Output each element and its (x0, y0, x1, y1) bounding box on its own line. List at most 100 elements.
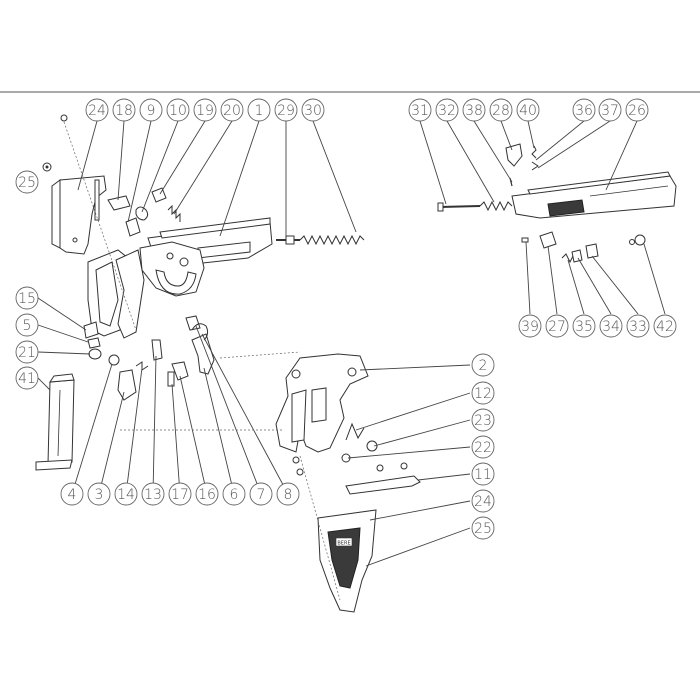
part-28 (505, 143, 523, 167)
magazine-base (35, 459, 73, 471)
callout-9: 9 (139, 98, 163, 122)
rail-11 (345, 475, 421, 495)
svg-text:25: 25 (474, 521, 492, 537)
spring-40 (531, 145, 537, 159)
spring-8 (191, 323, 209, 341)
callout-26: 26 (625, 98, 649, 122)
magazine-lip (49, 373, 75, 383)
grip-screw-hole (72, 237, 78, 243)
slide-serrations (547, 199, 585, 217)
svg-text:35: 35 (575, 319, 593, 335)
slide-line (589, 185, 669, 197)
screw-small-2 (376, 464, 384, 472)
callout-19: 19 (193, 98, 217, 122)
part-42 (634, 234, 646, 246)
frame-pin-hole-2 (166, 252, 174, 260)
washer-23 (366, 440, 378, 452)
callout-41: 41 (15, 366, 39, 390)
svg-text:38: 38 (465, 103, 483, 119)
callout-31: 31 (408, 98, 432, 122)
part-42-small (629, 239, 635, 245)
svg-text:37: 37 (601, 103, 619, 119)
part-34 (571, 249, 583, 263)
callout-34: 34 (599, 314, 623, 338)
frame-rear-strap (115, 249, 145, 339)
callout-1: 1 (247, 98, 271, 122)
guide-rod-head (437, 202, 444, 212)
svg-text:28: 28 (492, 103, 510, 119)
callout-18: 18 (112, 98, 136, 122)
callout-27: 27 (545, 314, 569, 338)
magazine-window (57, 389, 61, 457)
frame-grip-strap (95, 261, 119, 327)
magazine-body (47, 379, 75, 465)
svg-text:30: 30 (304, 103, 322, 119)
svg-text:15: 15 (18, 291, 36, 307)
part-17 (167, 371, 175, 387)
callout-42: 42 (653, 314, 677, 338)
svg-text:20: 20 (223, 103, 241, 119)
hammer-part-18 (107, 195, 131, 211)
frame-2-pin-2 (347, 367, 357, 377)
callout-21: 21 (15, 340, 39, 364)
svg-text:40: 40 (519, 103, 537, 119)
callout-11: 11 (471, 462, 495, 486)
spring-12 (345, 422, 365, 441)
recoil-spring (299, 234, 365, 246)
svg-text:24: 24 (88, 103, 106, 119)
callout-10: 10 (166, 98, 190, 122)
svg-text:11: 11 (474, 467, 492, 483)
svg-text:36: 36 (575, 103, 593, 119)
part-4 (108, 354, 120, 366)
screw-small-3 (400, 462, 408, 470)
callout-16: 16 (195, 482, 219, 506)
part-27 (539, 231, 557, 249)
guide-rod-31 (439, 205, 481, 208)
svg-text:9: 9 (147, 103, 156, 119)
svg-text:25: 25 (18, 175, 36, 191)
spring-14 (135, 361, 149, 371)
callout-2: 2 (471, 353, 495, 377)
callout-6: 6 (222, 482, 246, 506)
callout-29: 29 (274, 98, 298, 122)
callout-33: 33 (626, 314, 650, 338)
svg-text:29: 29 (277, 103, 295, 119)
svg-text:32: 32 (438, 103, 456, 119)
svg-text:22: 22 (474, 440, 492, 456)
spring-35 (561, 253, 575, 264)
svg-text:6: 6 (230, 487, 239, 503)
callout-38: 38 (462, 98, 486, 122)
callout-37: 37 (598, 98, 622, 122)
svg-text:4: 4 (68, 487, 77, 503)
callout-5: 5 (15, 313, 39, 337)
callout-24-top: 24 (85, 98, 109, 122)
spring-10 (135, 206, 149, 221)
svg-text:21: 21 (18, 345, 36, 361)
svg-text:42: 42 (656, 319, 674, 335)
svg-text:26: 26 (628, 103, 646, 119)
svg-text:14: 14 (117, 487, 135, 503)
part-21 (88, 348, 102, 360)
spring-32 (479, 200, 513, 212)
hammer-part-9 (125, 217, 141, 237)
callout-4: 4 (60, 482, 84, 506)
part-13 (151, 339, 163, 361)
spring-36 (531, 161, 539, 171)
svg-text:19: 19 (196, 103, 214, 119)
callout-25-bottom: 25 (471, 516, 495, 540)
part-16 (171, 361, 189, 381)
callout-20: 20 (220, 98, 244, 122)
part-19 (151, 187, 167, 203)
callout-22: 22 (471, 435, 495, 459)
svg-text:13: 13 (144, 487, 162, 503)
svg-text:3: 3 (95, 487, 104, 503)
part-33 (585, 243, 599, 259)
svg-text:33: 33 (629, 319, 647, 335)
callout-14: 14 (114, 482, 138, 506)
svg-text:18: 18 (115, 103, 133, 119)
svg-text:27: 27 (548, 319, 566, 335)
svg-text:17: 17 (171, 487, 189, 503)
svg-text:8: 8 (284, 487, 293, 503)
